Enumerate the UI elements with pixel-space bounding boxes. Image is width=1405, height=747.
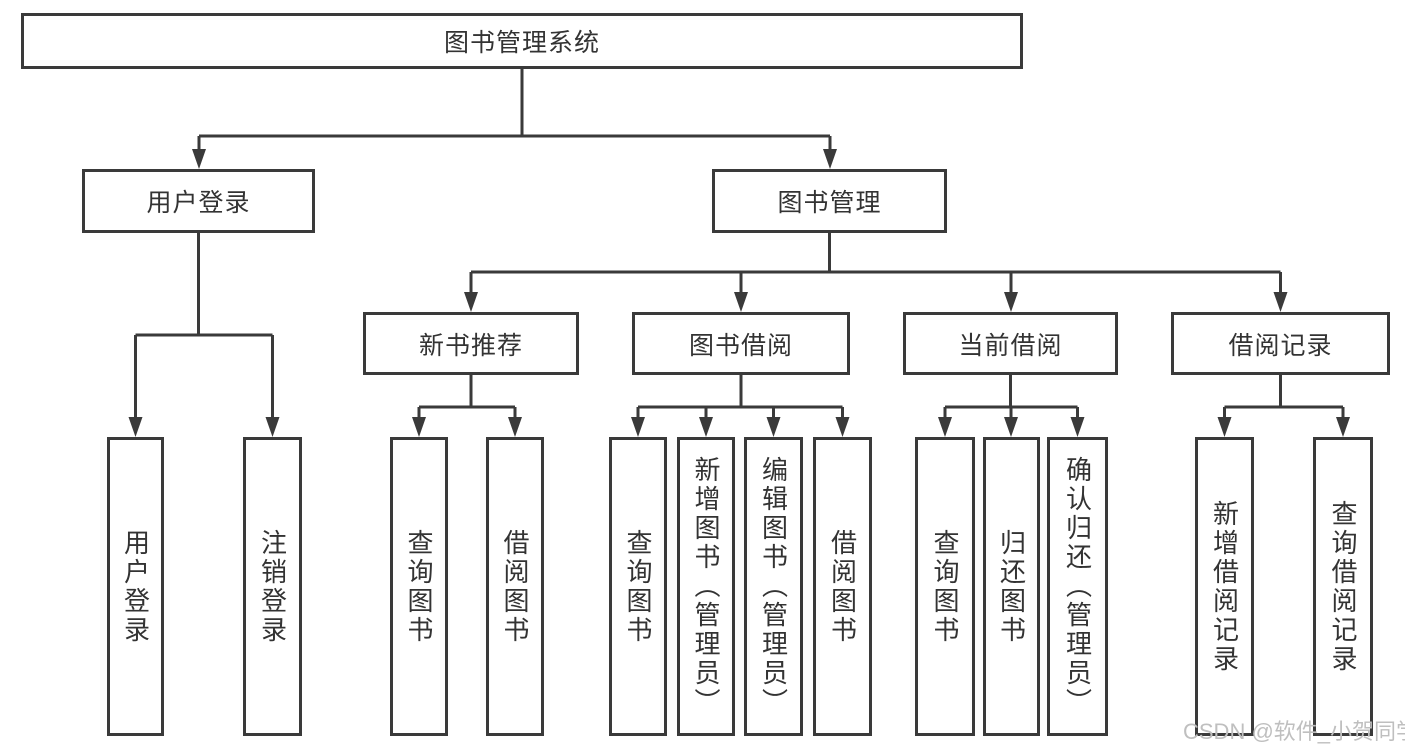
- leaf-add-borrow-record: 新增借阅记录: [1195, 437, 1254, 736]
- leaf-user-login: 用户登录: [107, 437, 164, 736]
- leaf-query-books-3: 查询图书: [915, 437, 975, 736]
- leaf-add-borrow-record-label: 新增借阅记录: [1209, 499, 1240, 674]
- leaf-return-book: 归还图书: [983, 437, 1040, 736]
- leaf-borrow-books-1: 借阅图书: [486, 437, 544, 736]
- leaf-return-book-label: 归还图书: [996, 528, 1027, 645]
- node-current-borrow-label: 当前借阅: [958, 331, 1063, 360]
- leaf-add-book-admin: 新增图书（管理员）: [677, 437, 735, 736]
- leaf-user-login-label: 用户登录: [120, 528, 151, 645]
- node-new-book-recommend: 新书推荐: [363, 312, 579, 375]
- leaf-edit-book-admin-label: 编辑图书（管理员）: [758, 456, 789, 717]
- node-current-borrow: 当前借阅: [903, 312, 1118, 375]
- node-root: 图书管理系统: [21, 13, 1023, 69]
- leaf-query-books-2-label: 查询图书: [623, 528, 653, 645]
- leaf-add-book-admin-label: 新增图书（管理员）: [691, 456, 721, 717]
- node-book-management: 图书管理: [712, 169, 947, 233]
- leaf-logout: 注销登录: [243, 437, 302, 736]
- leaf-query-books-2: 查询图书: [609, 437, 667, 736]
- leaf-borrow-books-2: 借阅图书: [813, 437, 872, 736]
- node-user-login-label: 用户登录: [146, 189, 251, 217]
- node-book-borrow-label: 图书借阅: [688, 331, 793, 360]
- node-borrow-records-label: 借阅记录: [1228, 331, 1333, 360]
- leaf-query-borrow-record: 查询借阅记录: [1313, 437, 1373, 736]
- node-user-login: 用户登录: [82, 169, 315, 233]
- leaf-borrow-books-1-label: 借阅图书: [500, 528, 530, 645]
- leaf-edit-book-admin: 编辑图书（管理员）: [744, 437, 803, 736]
- connector-paths: [134, 68, 1345, 419]
- node-new-book-recommend-label: 新书推荐: [418, 331, 523, 360]
- leaf-borrow-books-2-label: 借阅图书: [827, 528, 858, 645]
- leaf-query-books-1-label: 查询图书: [404, 528, 434, 645]
- leaf-query-books-3-label: 查询图书: [930, 528, 960, 645]
- leaf-logout-label: 注销登录: [257, 528, 288, 645]
- node-book-borrow: 图书借阅: [632, 312, 850, 375]
- watermark: CSDN @软件_小贺同学: [1183, 719, 1405, 744]
- leaf-confirm-return-admin: 确认归还（管理员）: [1047, 437, 1108, 736]
- leaf-query-borrow-record-label: 查询借阅记录: [1328, 499, 1358, 674]
- node-borrow-records: 借阅记录: [1171, 312, 1390, 375]
- leaf-confirm-return-admin-label: 确认归还（管理员）: [1062, 456, 1093, 717]
- arrowheads: [128, 149, 1350, 437]
- node-book-management-label: 图书管理: [777, 189, 882, 217]
- node-root-label: 图书管理系统: [443, 29, 600, 57]
- leaf-query-books-1: 查询图书: [390, 437, 448, 736]
